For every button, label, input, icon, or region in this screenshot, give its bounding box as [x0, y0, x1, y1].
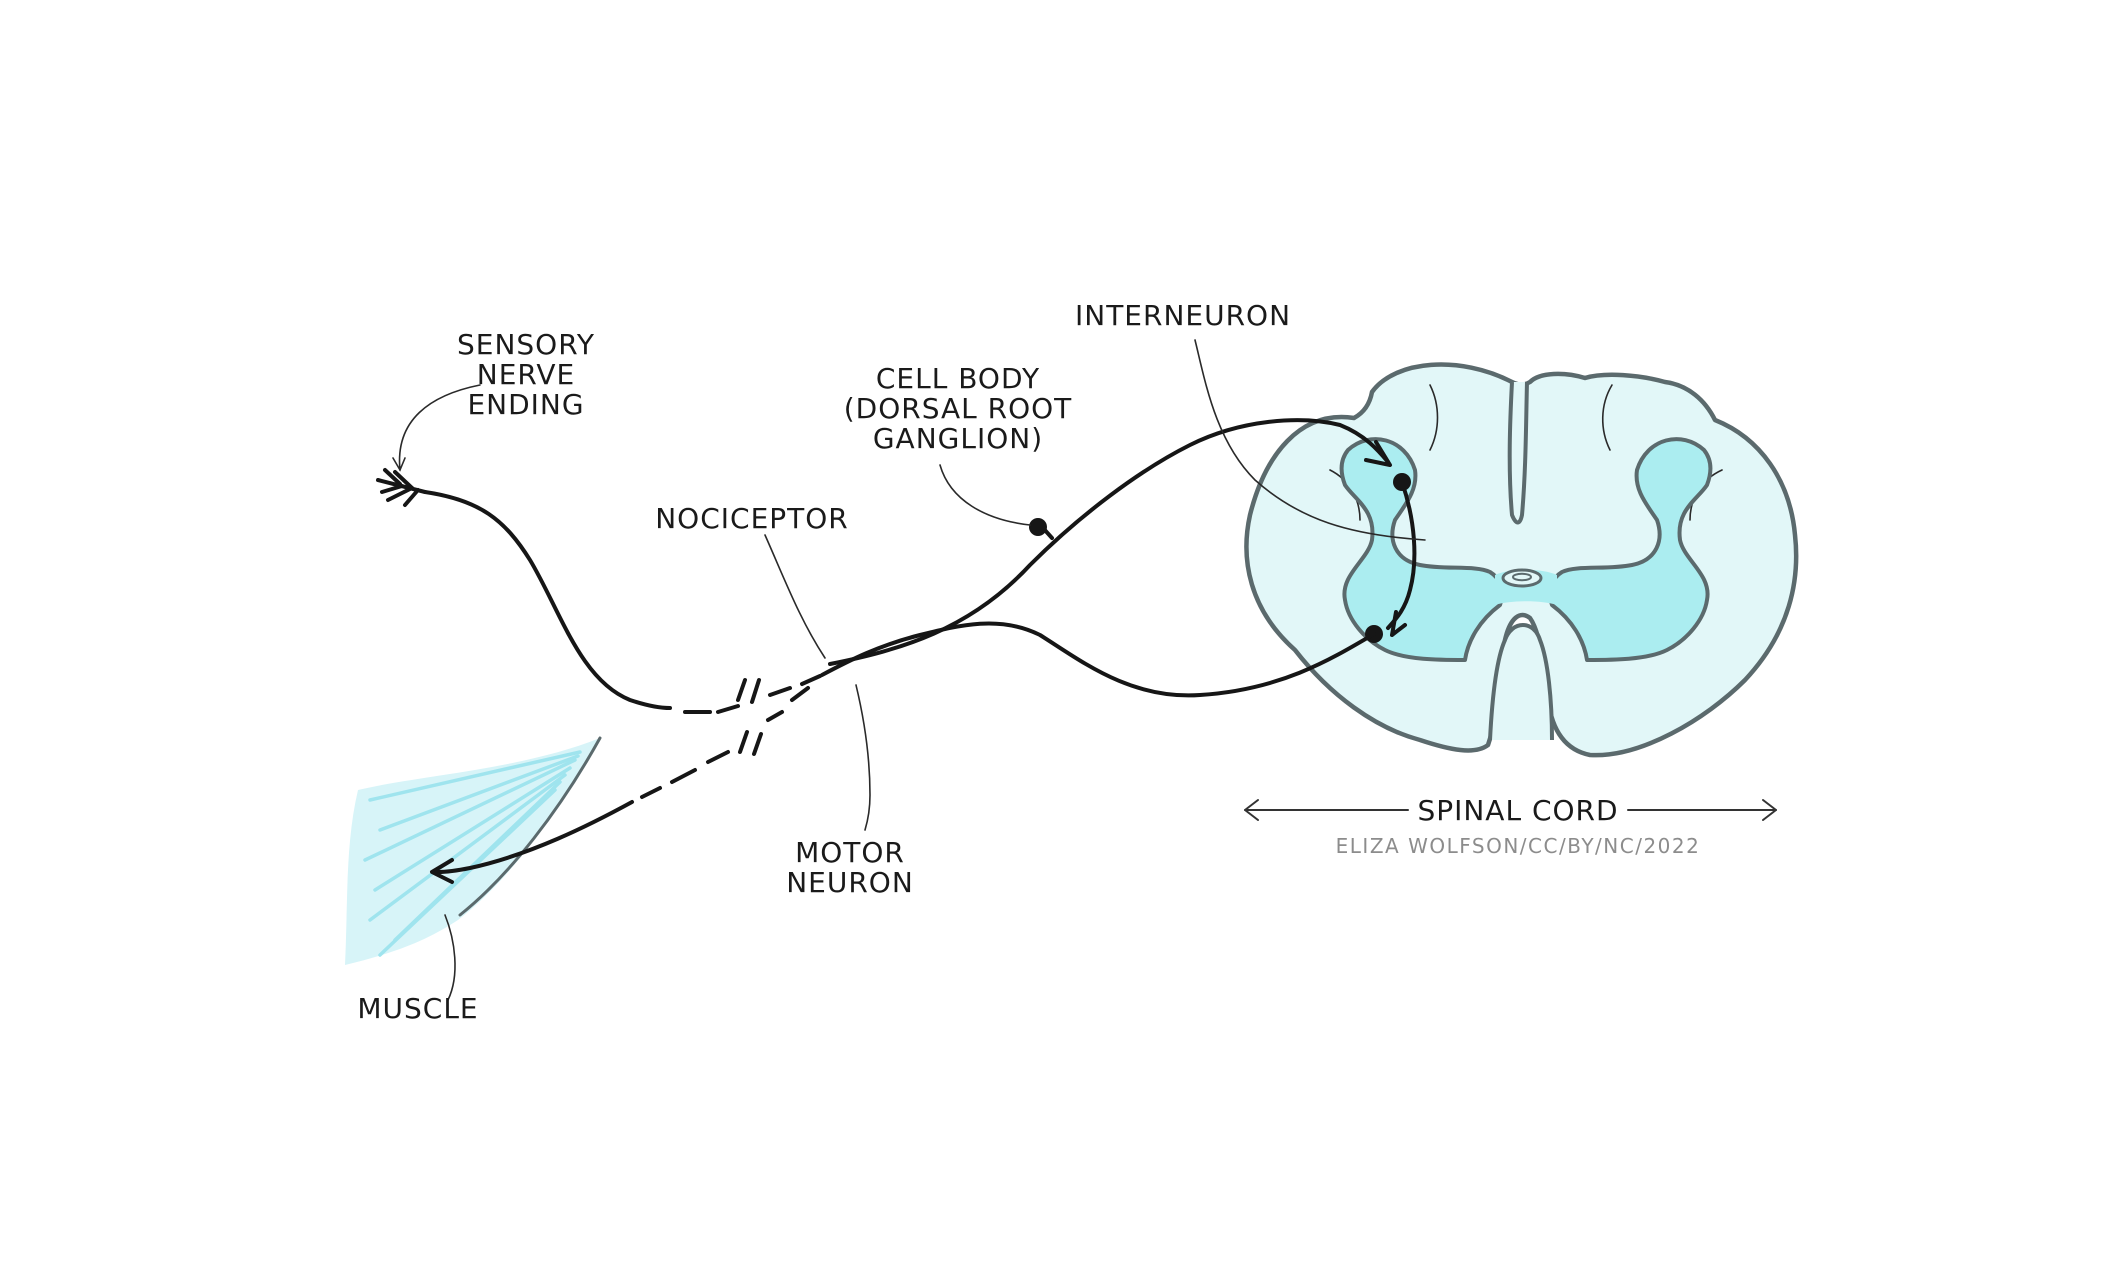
motor-dash — [790, 686, 810, 702]
leader-cell-body — [939, 464, 1031, 526]
motor-dash — [766, 710, 784, 722]
central-canal — [1501, 568, 1543, 588]
spinal-cord-span-arrow — [1244, 799, 1777, 821]
motor-dash — [640, 786, 662, 799]
label-cell-body-line1: CELL BODY — [876, 362, 1040, 395]
leader-interneuron — [1194, 339, 1426, 541]
label-cell-body-line2: (DORSAL ROOT — [844, 392, 1073, 425]
leader-muscle — [444, 914, 456, 1001]
label-motor-line2: NEURON — [786, 866, 914, 899]
muscle-shape — [345, 736, 602, 965]
label-spinal-cord: SPINAL CORD — [1417, 794, 1618, 827]
label-sensory-line2: NERVE — [477, 358, 575, 391]
label-sensory-line1: SENSORY — [457, 328, 595, 361]
break-mark — [736, 678, 747, 702]
nociceptor-dash — [800, 674, 822, 686]
motor-arrowhead — [430, 858, 454, 884]
motor-neuron-axon-central — [820, 621, 1376, 698]
label-sensory-line3: ENDING — [467, 388, 584, 421]
muscle-fibers — [363, 750, 582, 957]
credit-line: ELIZA WOLFSON/CC/BY/NC/2022 — [1336, 834, 1701, 858]
central-canal-inner — [1512, 572, 1532, 582]
nociceptor-axon-peripheral — [423, 490, 672, 710]
motor-dash — [706, 750, 730, 764]
label-muscle: MUSCLE — [357, 992, 478, 1025]
interneuron-arrowhead — [1390, 610, 1407, 637]
dorsal-column-line — [1429, 384, 1439, 451]
leader-motor — [855, 684, 871, 831]
cell-body-dot — [1029, 518, 1047, 536]
dorsal-column-line — [1601, 384, 1613, 451]
nociceptor-dash — [768, 686, 792, 697]
motor-neuron-axon-peripheral — [436, 800, 634, 874]
leader-sensory-arrow — [392, 457, 406, 472]
interneuron-cell-body — [1393, 473, 1411, 491]
label-cell-body-line3: GANGLION) — [873, 422, 1043, 455]
leader-nociceptor — [764, 534, 826, 659]
label-motor-line1: MOTOR — [795, 836, 905, 869]
nociceptor-dash — [716, 704, 740, 714]
break-mark — [752, 732, 763, 756]
sensory-nerve-ending — [376, 468, 427, 507]
break-mark — [738, 730, 749, 754]
break-mark — [750, 678, 761, 704]
dorsal-median-fissure — [1507, 381, 1529, 525]
motor-dash — [670, 768, 697, 784]
nociceptor-arrowhead — [1364, 440, 1392, 467]
ventral-median-fissure — [1488, 623, 1554, 741]
label-nociceptor: NOCICEPTOR — [655, 502, 849, 535]
label-interneuron: INTERNEURON — [1075, 299, 1291, 332]
leader-sensory — [398, 384, 481, 471]
spinal-cord-grey-matter — [1339, 437, 1713, 662]
